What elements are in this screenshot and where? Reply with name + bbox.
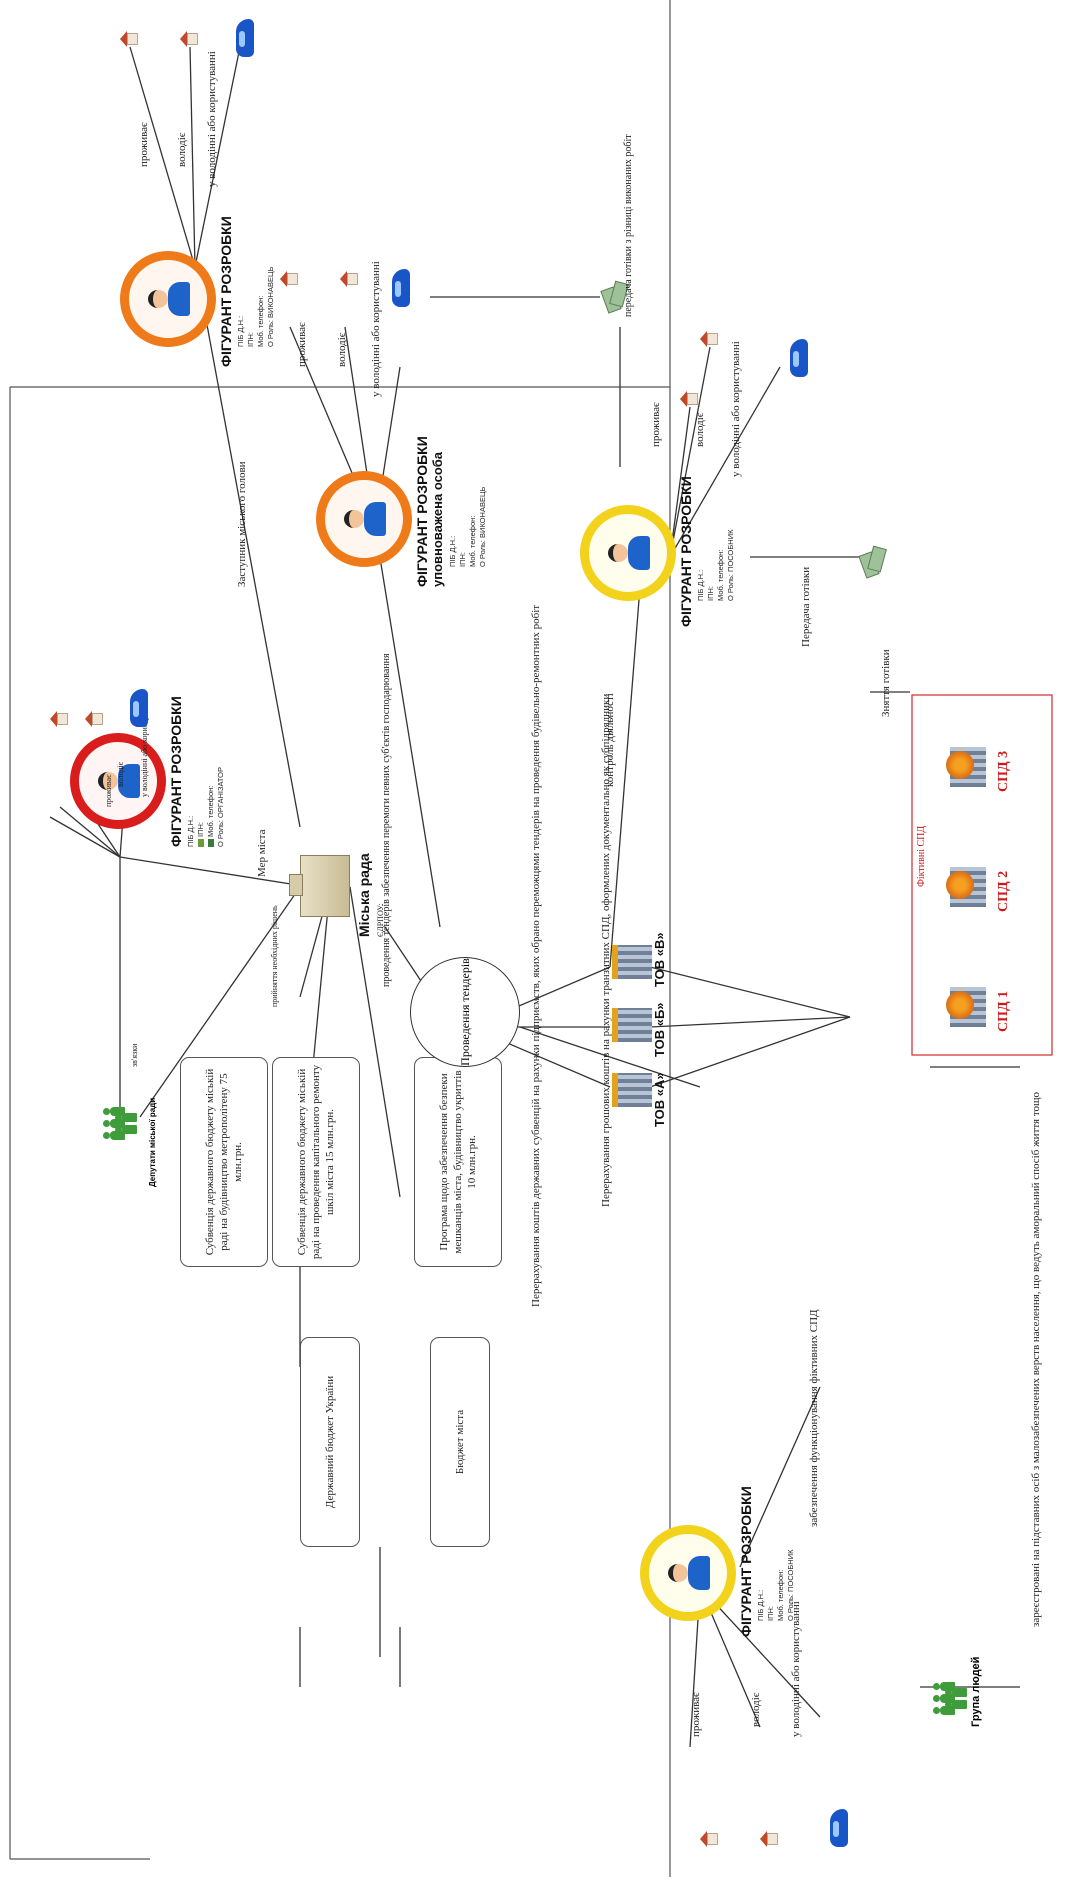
link-label: зв'язки xyxy=(130,1043,139,1067)
security-program-box[interactable]: Програма щодо забезпечення безпеки мешка… xyxy=(414,1057,502,1267)
cash-money-icon xyxy=(858,545,888,579)
figurant-orange-auth-subtitle: уповноважена особа xyxy=(430,451,445,587)
figurant-orange-top-circle[interactable] xyxy=(120,251,216,347)
person-avatar-icon xyxy=(146,278,190,320)
control-label: контроль діяльності xyxy=(604,693,616,787)
house-icon xyxy=(85,711,103,727)
city-council-building-icon[interactable] xyxy=(300,855,350,917)
rel-lives: проживає xyxy=(650,402,662,447)
figurant-orange-auth-circle[interactable] xyxy=(316,471,412,567)
figurant-yellow-bottom-title: ФІГУРАНТ РОЗРОБКИ xyxy=(738,1486,754,1637)
house-icon xyxy=(50,711,68,727)
spd-2-icon[interactable] xyxy=(950,867,986,907)
car-icon xyxy=(392,269,410,307)
rel-owns: володіє xyxy=(176,132,188,167)
rel-lives: проживає xyxy=(296,322,308,367)
rel-owns: володіє xyxy=(336,332,348,367)
deputy-mayor-label: Заступник міського голови xyxy=(236,461,248,587)
subvention-metro-box[interactable]: Субвенція державного бюджету міській рад… xyxy=(180,1057,268,1267)
spd-1-icon[interactable] xyxy=(950,987,986,1027)
house-icon xyxy=(760,1831,778,1847)
rel-lives: проживає xyxy=(104,774,113,807)
tov-v-title: ТОВ «В» xyxy=(652,932,667,987)
spd-1-title: СПД 1 xyxy=(996,990,1011,1032)
house-icon xyxy=(340,271,358,287)
house-icon xyxy=(680,391,698,407)
person-avatar-icon xyxy=(342,498,386,540)
rel-owns: володіє xyxy=(750,1692,762,1727)
cash-transfer-label: Передача готівки xyxy=(800,566,812,647)
car-icon xyxy=(130,689,148,727)
figurant-orange-auth-attrs: ПІБ Д.Н.:ІПН:Моб. телефон:О Роль: ВИКОНА… xyxy=(448,486,487,567)
figurant-orange-auth-title: ФІГУРАНТ РОЗРОБКИ xyxy=(414,436,430,587)
tov-b-building-icon[interactable] xyxy=(612,1008,652,1042)
car-icon xyxy=(790,339,808,377)
deputies-label: Депутати міської ради xyxy=(148,1097,157,1187)
rel-owns: володіє xyxy=(116,761,125,787)
group-people-icon xyxy=(930,1671,967,1717)
tov-a-title: ТОВ «А» xyxy=(652,1072,667,1127)
house-icon xyxy=(700,1831,718,1847)
decisions-label: прийняття необхідних рішень xyxy=(270,905,279,1007)
tender-conduct-label: проведення тендерів забезпечення перемог… xyxy=(381,653,392,987)
mayor-label: Мер міста xyxy=(256,829,268,878)
figurant-yellow-bottom-circle[interactable] xyxy=(640,1525,736,1621)
figurant-red-title: ФІГУРАНТ РОЗРОБКИ xyxy=(168,696,184,847)
city-budget-box[interactable]: Бюджет міста xyxy=(430,1337,490,1547)
ensure-spd-label: забезпечення функціонування фіктивних СП… xyxy=(808,1309,820,1527)
figurant-orange-top-title: ФІГУРАНТ РОЗРОБКИ xyxy=(218,216,234,367)
person-avatar-icon xyxy=(666,1552,710,1594)
city-council-title: Міська рада xyxy=(356,853,372,937)
tov-a-building-icon[interactable] xyxy=(612,1073,652,1107)
phone-icon xyxy=(208,839,215,847)
rel-uses: у володінні або користуванні xyxy=(730,341,742,477)
fictitious-spd-frame xyxy=(911,694,1053,1056)
house-icon xyxy=(180,31,198,47)
passport-icon xyxy=(198,839,205,847)
cash-withdrawal-label: Зняття готівки xyxy=(880,649,892,717)
spd-3-icon[interactable] xyxy=(950,747,986,787)
person-avatar-icon xyxy=(606,532,650,574)
spd-3-title: СПД 3 xyxy=(996,750,1011,792)
rel-uses: у володінні або користуванні xyxy=(370,261,382,397)
tov-b-title: ТОВ «Б» xyxy=(652,1002,667,1057)
house-icon xyxy=(700,331,718,347)
subvention-schools-box[interactable]: Субвенція державного бюджету міській рад… xyxy=(272,1057,360,1267)
figurant-red-attrs: ПІБ Д.Н.:ІПН: Моб. телефон: О Роль: ОРГА… xyxy=(186,767,225,847)
car-icon xyxy=(236,19,254,57)
figurant-yellow-right-circle[interactable] xyxy=(580,505,676,601)
car-icon xyxy=(830,1809,848,1847)
rel-owns: володіє xyxy=(694,412,706,447)
transfer-subsidies-label: Перерахування коштів державних субвенцій… xyxy=(530,604,542,1307)
spd-2-title: СПД 2 xyxy=(996,870,1011,912)
group-people-label: Група людей xyxy=(970,1656,982,1727)
tov-v-building-icon[interactable] xyxy=(612,945,652,979)
house-icon xyxy=(120,31,138,47)
cash-share-label: передача готівки з різниці виконаних роб… xyxy=(623,134,634,317)
rel-lives: проживає xyxy=(690,1692,702,1737)
figurant-orange-top-attrs: ПІБ Д.Н.:ІПН:Моб. телефон:О Роль: ВИКОНА… xyxy=(236,266,275,347)
figurant-yellow-right-title: ФІГУРАНТ РОЗРОБКИ xyxy=(678,476,694,627)
rel-lives: проживає xyxy=(138,122,150,167)
rel-uses: у володінні або користуванні xyxy=(206,51,218,187)
house-icon xyxy=(280,271,298,287)
figurant-yellow-right-attrs: ПІБ Д.Н.:ІПН:Моб. телефон:О Роль: ПОСОБН… xyxy=(696,529,735,601)
deputies-people-icon xyxy=(100,1096,137,1142)
state-budget-box[interactable]: Державний бюджет України xyxy=(300,1337,360,1547)
rel-uses: у володінні або користуванні xyxy=(790,1601,802,1737)
tenders-ellipse[interactable]: Проведення тендерів xyxy=(410,957,520,1067)
registered-label: зареєстровані на підставних осіб з малоз… xyxy=(1030,1092,1042,1627)
fictitious-spd-title: Фіктивні СПД xyxy=(916,825,927,887)
